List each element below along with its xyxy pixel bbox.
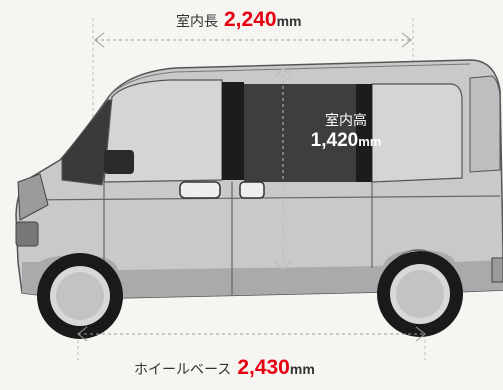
- wheelbase-label: ホイールベース 2,430mm: [134, 356, 315, 380]
- wheelbase-title: ホイールベース: [134, 362, 232, 378]
- interior-height-label: 室内高 1,420mm: [292, 104, 400, 166]
- interior-length-label: 室内長 2,240mm: [176, 8, 301, 32]
- interior-length-unit: mm: [276, 13, 302, 29]
- wheelbase-arrow: [77, 326, 426, 342]
- interior-length-value: 2,240: [224, 8, 277, 31]
- interior-height-unit: mm: [358, 134, 382, 149]
- interior-length-title: 室内長: [176, 14, 218, 30]
- van-illustration: [15, 59, 503, 339]
- interior-length-arrow: [94, 32, 412, 48]
- interior-height-value: 1,420: [310, 130, 359, 151]
- wheelbase-value: 2,430: [237, 356, 290, 379]
- interior-height-title: 室内高: [325, 113, 367, 129]
- wheelbase-unit: mm: [289, 361, 315, 377]
- interior-height-arrow: [274, 67, 292, 271]
